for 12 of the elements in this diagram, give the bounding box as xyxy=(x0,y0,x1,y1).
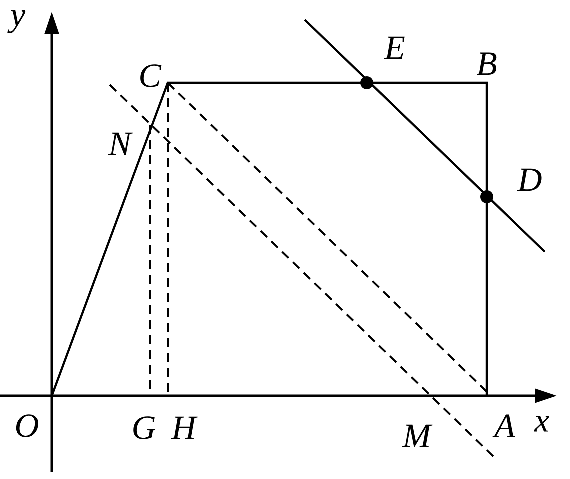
point-label: H xyxy=(171,416,198,440)
point-label: E xyxy=(384,36,405,60)
point-label: A xyxy=(492,414,516,438)
point-label: G xyxy=(134,416,156,440)
point-label: C xyxy=(140,64,162,88)
point-label: D xyxy=(517,168,542,192)
point-label: B xyxy=(476,52,497,76)
point-label: N xyxy=(108,132,133,156)
point-label: O xyxy=(16,414,38,438)
point-label: M xyxy=(402,424,433,448)
point-label: y xyxy=(8,10,26,34)
point-label: x xyxy=(534,416,550,432)
